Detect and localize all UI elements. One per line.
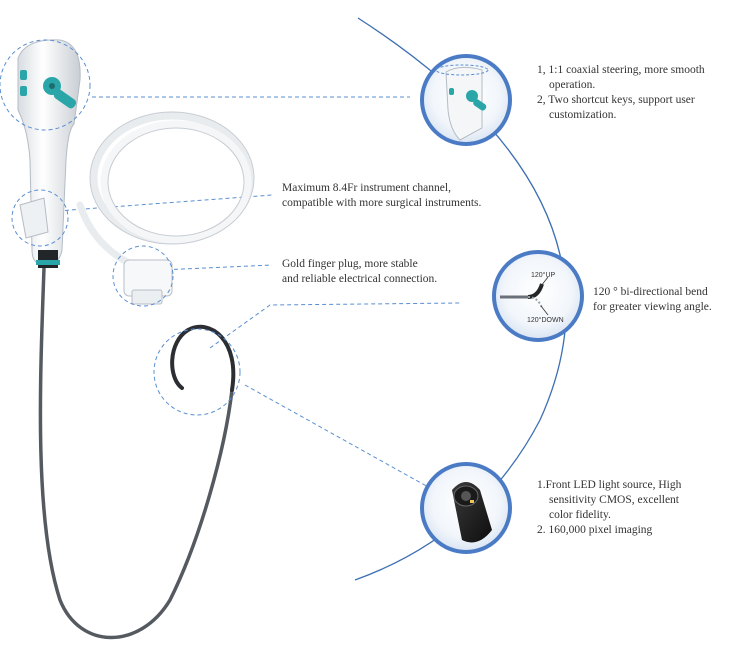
steering-line-2: operation.: [549, 79, 596, 91]
callout-imaging: 1.Front LED light source, High sensitivi…: [537, 478, 742, 538]
callout-steering: 1, 1:1 coaxial steering, more smooth ope…: [537, 63, 747, 123]
bend-up-label: 120°UP: [531, 271, 556, 279]
callout-plug: Gold finger plug, more stable and reliab…: [282, 257, 502, 287]
steering-line-4: customization.: [549, 109, 617, 121]
bubble-steering: [420, 54, 512, 146]
imaging-line-1: 1.Front LED light source, High: [537, 479, 682, 491]
channel-line-2: compatible with more surgical instrument…: [282, 197, 482, 209]
imaging-line-3: color fidelity.: [549, 509, 611, 521]
highlight-circles: [0, 39, 241, 416]
insertion-tube: [38, 266, 234, 640]
steering-line-3: 2, Two shortcut keys, support user: [537, 94, 695, 106]
cable-coil: [76, 112, 254, 272]
bend-down-label: 120°DOWN: [527, 316, 564, 324]
channel-line-1: Maximum 8.4Fr instrument channel,: [282, 182, 451, 194]
bubble-bend: [492, 250, 584, 342]
imaging-line-4: 2. 160,000 pixel imaging: [537, 524, 653, 536]
bend-line-2: for greater viewing angle.: [593, 301, 712, 313]
plug-line-1: Gold finger plug, more stable: [282, 258, 418, 270]
steering-line-1: 1, 1:1 coaxial steering, more smooth: [537, 64, 705, 76]
gold-finger-plug: [123, 259, 173, 305]
endoscope-handle: [17, 39, 81, 268]
callout-bend: 120 ° bi-directional bend for greater vi…: [593, 285, 750, 315]
bubble-imaging: [420, 462, 512, 554]
plug-line-2: and reliable electrical connection.: [282, 273, 438, 285]
bent-tip: [170, 324, 236, 392]
callout-channel: Maximum 8.4Fr instrument channel, compat…: [282, 181, 532, 211]
bend-line-1: 120 ° bi-directional bend: [593, 286, 708, 298]
imaging-line-2: sensitivity CMOS, excellent: [549, 494, 680, 506]
callout-connectors: [43, 96, 461, 489]
